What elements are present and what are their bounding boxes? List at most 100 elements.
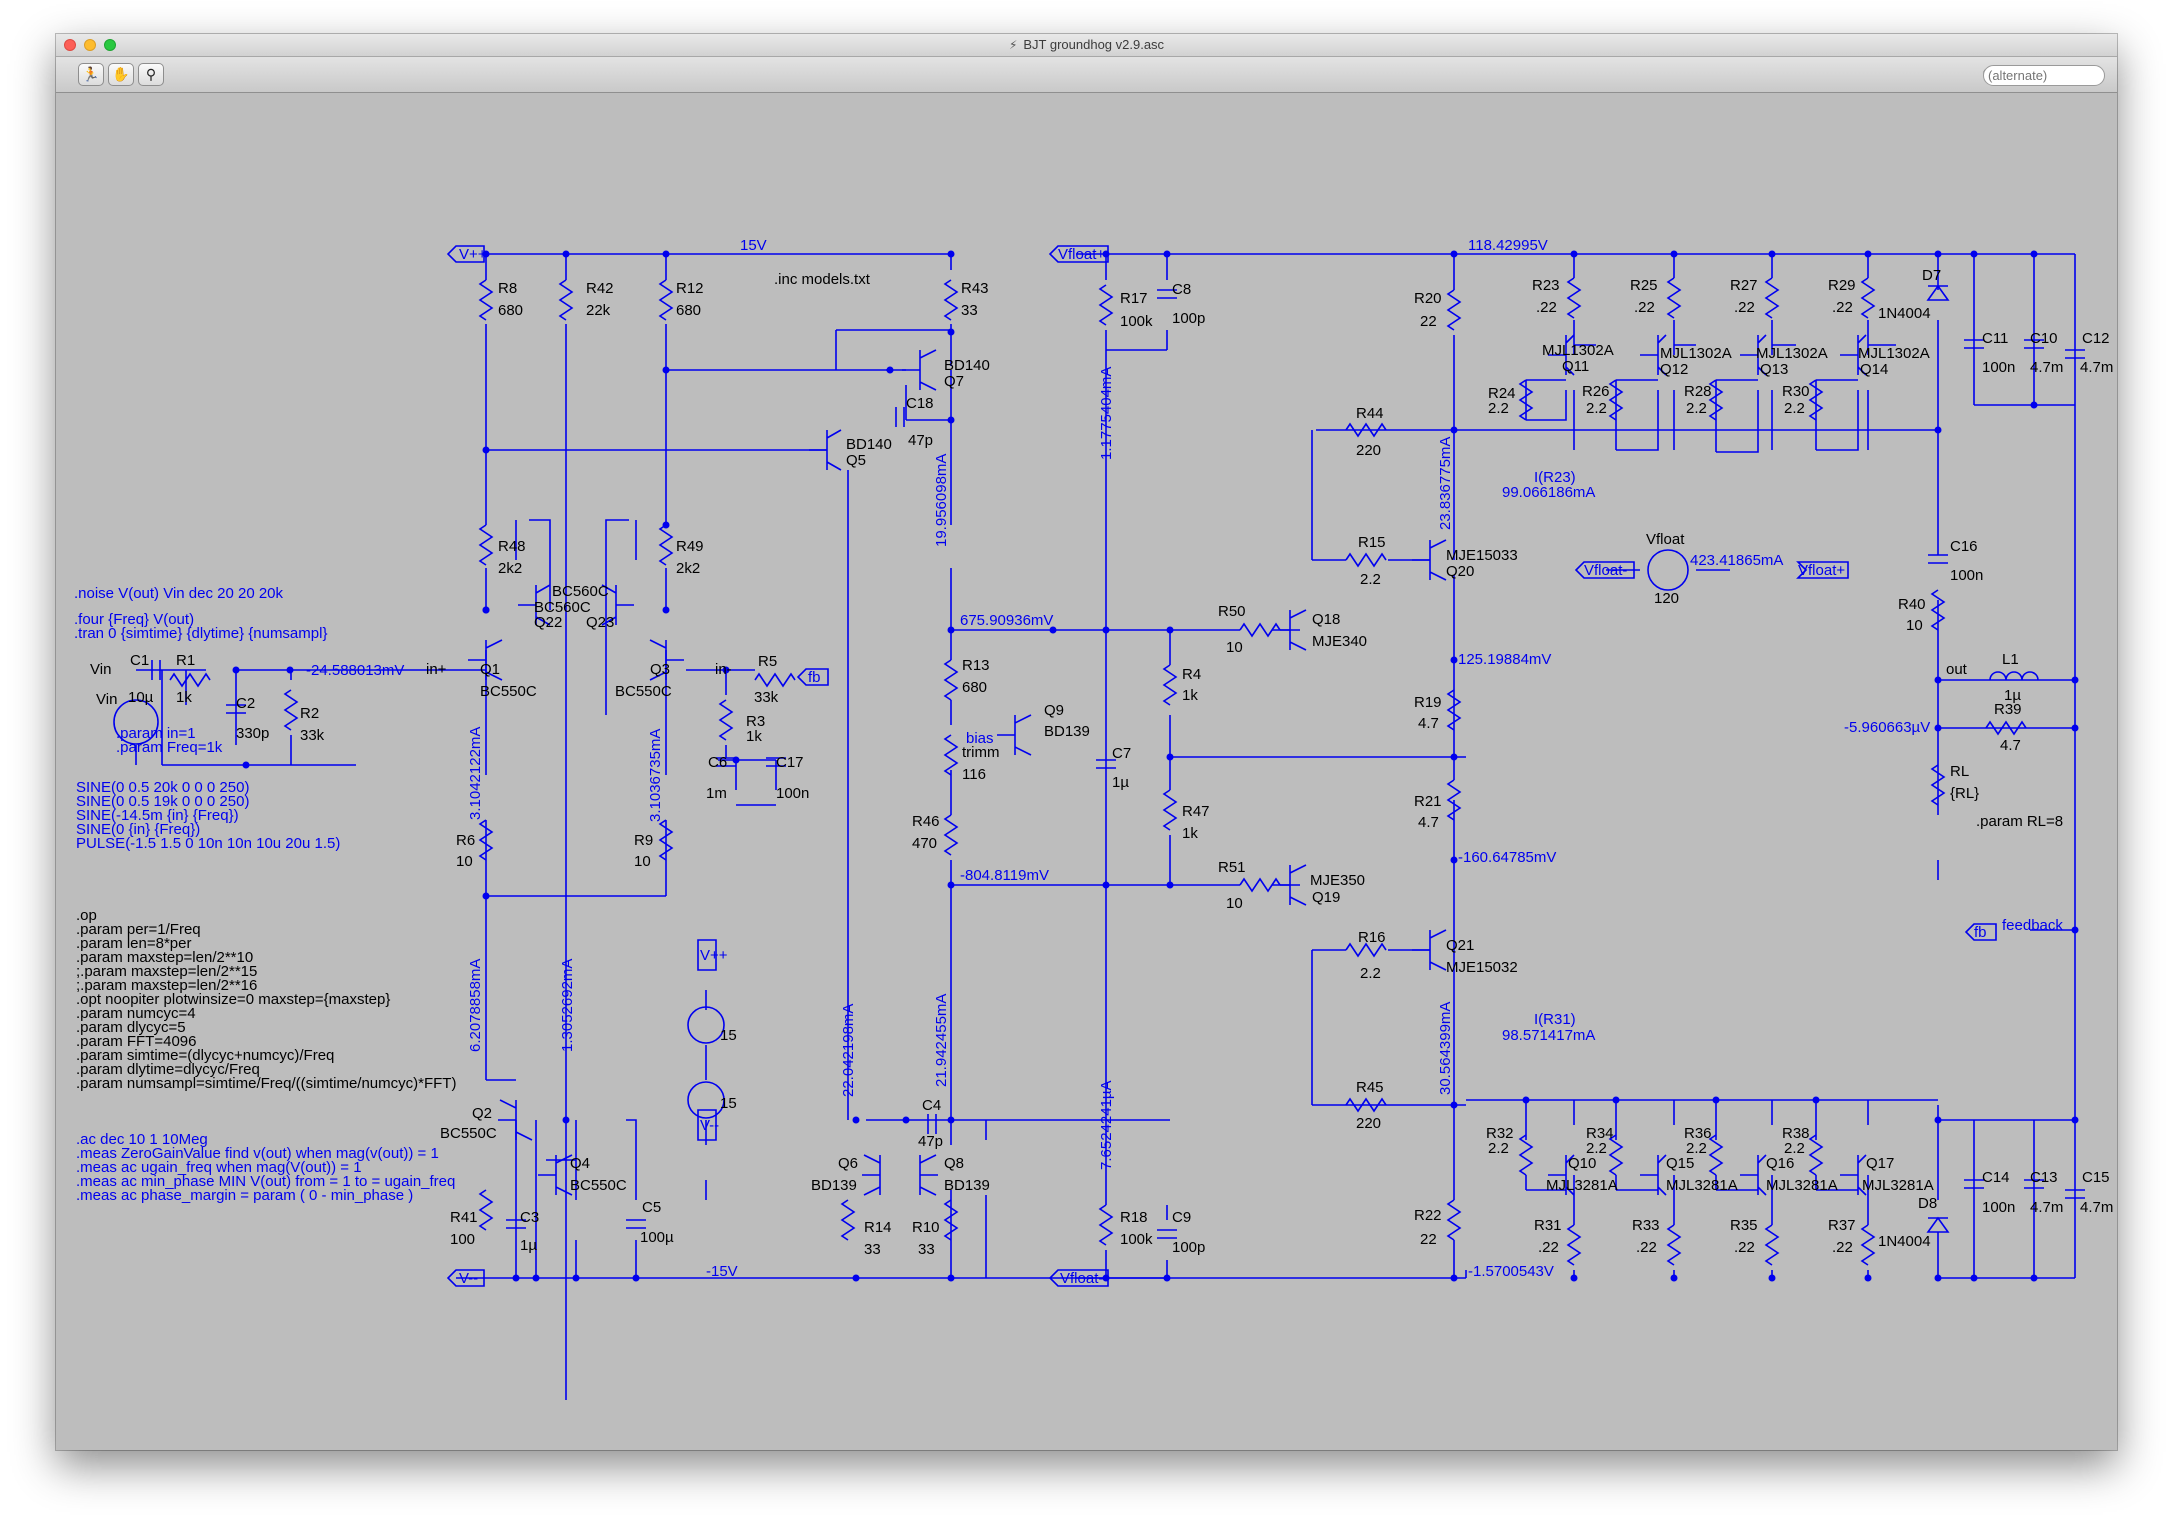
resistor-R12[interactable]: [658, 279, 674, 321]
resistor-R20[interactable]: [1446, 289, 1462, 331]
capacitor-C17[interactable]: [766, 757, 786, 767]
resistor-R41[interactable]: [478, 1189, 494, 1231]
resistor-R49[interactable]: [658, 524, 674, 566]
resistor-R37[interactable]: [1860, 1224, 1876, 1266]
transistor-Q9[interactable]: [997, 714, 1032, 756]
resistor-R36[interactable]: [1708, 1134, 1724, 1176]
capacitor-C3[interactable]: [506, 1219, 526, 1229]
resistor-R28[interactable]: [1708, 379, 1724, 421]
transistor-Q20[interactable]: [1412, 539, 1447, 581]
resistor-R43[interactable]: [943, 279, 959, 321]
transistor-Q23[interactable]: [601, 584, 634, 626]
resistor-R1[interactable]: [169, 672, 211, 688]
transistor-Q7[interactable]: [902, 349, 937, 391]
halt-button[interactable]: ✋: [108, 63, 134, 86]
transistor-Q22[interactable]: [518, 584, 551, 626]
resistor-R48[interactable]: [478, 524, 494, 566]
resistor-R25[interactable]: [1666, 277, 1682, 319]
resistor-R42[interactable]: [558, 279, 574, 321]
resistor-R23[interactable]: [1566, 277, 1582, 319]
search-input[interactable]: [1983, 65, 2105, 86]
resistor-R9[interactable]: [658, 819, 674, 861]
run-button[interactable]: 🏃: [78, 63, 104, 86]
resistor-R44[interactable]: [1345, 422, 1387, 438]
capacitor-C16[interactable]: [1928, 554, 1948, 564]
zoom-button[interactable]: [104, 39, 116, 51]
resistor-R35[interactable]: [1764, 1224, 1780, 1266]
capacitor-C8[interactable]: [1157, 289, 1177, 299]
resistor-R4[interactable]: [1162, 664, 1178, 706]
capacitor-C9[interactable]: [1157, 1229, 1177, 1239]
resistor-R46[interactable]: [943, 814, 959, 856]
transistor-Q19[interactable]: [1272, 864, 1307, 906]
capacitor-C15[interactable]: [2065, 1189, 2085, 1199]
resistor-R2[interactable]: [283, 689, 299, 731]
capacitor-C4[interactable]: [927, 1114, 937, 1134]
minimize-button[interactable]: [84, 39, 96, 51]
transistor-Q8[interactable]: [919, 1154, 938, 1196]
capacitor-C13[interactable]: [2024, 1179, 2044, 1189]
transistor-Q11[interactable]: [1548, 334, 1575, 376]
resistor-R27[interactable]: [1764, 277, 1780, 319]
transistor-Q18[interactable]: [1272, 609, 1307, 651]
capacitor-C11[interactable]: [1964, 339, 1984, 349]
transistor-Q21[interactable]: [1412, 929, 1447, 971]
resistor-R31[interactable]: [1566, 1224, 1582, 1266]
transistor-Q5[interactable]: [809, 429, 842, 471]
capacitor-C5[interactable]: [626, 1219, 646, 1229]
resistor-R3[interactable]: [718, 699, 734, 741]
resistor-R10[interactable]: [943, 1199, 959, 1241]
resistor-R15[interactable]: [1345, 552, 1387, 568]
resistor-R5[interactable]: [754, 672, 796, 688]
capacitor-C14[interactable]: [1964, 1179, 1984, 1189]
resistor-R17[interactable]: [1098, 284, 1114, 326]
resistor-R47[interactable]: [1162, 789, 1178, 831]
source-Vmm[interactable]: [687, 1081, 725, 1119]
resistor-R40[interactable]: [1930, 589, 1946, 631]
capacitor-C12[interactable]: [2065, 349, 2085, 359]
resistor-R33[interactable]: [1666, 1224, 1682, 1266]
transistor-Q16[interactable]: [1740, 1154, 1767, 1196]
resistor-R39[interactable]: [1985, 720, 2027, 736]
inductor-L1[interactable]: [1989, 671, 2039, 681]
transistor-Q3[interactable]: [649, 639, 684, 681]
capacitor-C10[interactable]: [2024, 339, 2044, 349]
resistor-R6[interactable]: [478, 819, 494, 861]
diode-D8[interactable]: [1926, 1216, 1950, 1233]
transistor-Q17[interactable]: [1840, 1154, 1867, 1196]
resistor-R22[interactable]: [1446, 1199, 1462, 1241]
capacitor-C7[interactable]: [1096, 759, 1116, 769]
resistor-R34[interactable]: [1608, 1134, 1624, 1176]
resistor-RL[interactable]: [1930, 764, 1946, 806]
transistor-Q10[interactable]: [1548, 1154, 1575, 1196]
resistor-R13[interactable]: [943, 659, 959, 701]
resistor-R19[interactable]: [1446, 689, 1462, 731]
transistor-Q14[interactable]: [1840, 334, 1867, 376]
close-button[interactable]: [64, 39, 76, 51]
transistor-Q1[interactable]: [468, 639, 503, 681]
trimmer-bias[interactable]: [943, 734, 959, 776]
schematic-canvas[interactable]: V++ V-- Vfloat+ Vfloat- fb fb Vfloat- Vf…: [56, 93, 2117, 1450]
resistor-R14[interactable]: [840, 1199, 856, 1241]
capacitor-C2[interactable]: [226, 704, 246, 714]
source-Vin[interactable]: [113, 699, 159, 745]
transistor-Q6[interactable]: [862, 1154, 881, 1196]
resistor-R50[interactable]: [1239, 622, 1281, 638]
resistor-R21[interactable]: [1446, 779, 1462, 821]
resistor-R26[interactable]: [1608, 379, 1624, 421]
resistor-R38[interactable]: [1808, 1134, 1824, 1176]
transistor-Q4[interactable]: [538, 1154, 573, 1196]
capacitor-C1[interactable]: [151, 660, 161, 680]
transistor-Q2[interactable]: [498, 1099, 533, 1141]
resistor-R24[interactable]: [1518, 379, 1534, 421]
transistor-Q15[interactable]: [1640, 1154, 1667, 1196]
source-Vfloat[interactable]: [1647, 549, 1689, 591]
resistor-R8[interactable]: [478, 279, 494, 321]
transistor-Q12[interactable]: [1640, 334, 1667, 376]
capacitor-C6[interactable]: [716, 757, 736, 767]
resistor-R18[interactable]: [1098, 1204, 1114, 1246]
resistor-R45[interactable]: [1345, 1097, 1387, 1113]
capacitor-C18[interactable]: [895, 407, 905, 427]
transistor-Q13[interactable]: [1740, 334, 1767, 376]
resistor-R51[interactable]: [1239, 877, 1281, 893]
